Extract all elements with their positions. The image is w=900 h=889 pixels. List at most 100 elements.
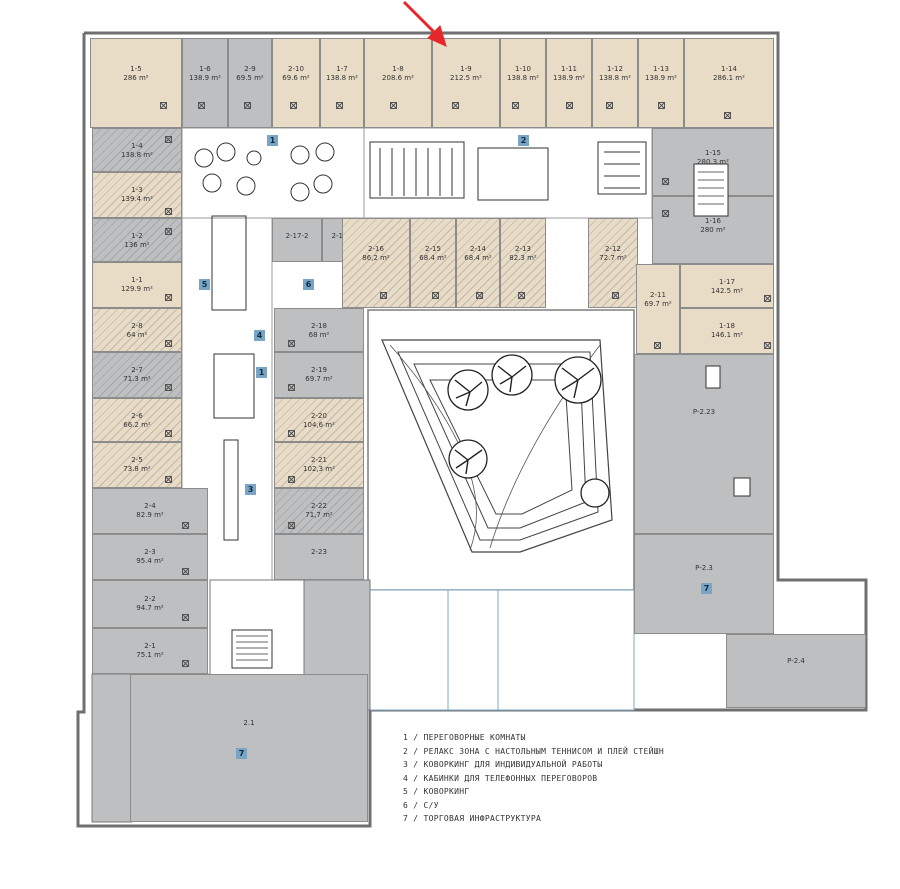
room-number: 2-16 [368, 245, 384, 254]
ventilation-icon [165, 208, 172, 215]
room-area: 286.1 m² [713, 74, 745, 83]
room-area: 138.8 m² [121, 150, 153, 159]
zone-badge: 4 [254, 330, 265, 341]
ventilation-icon [452, 102, 459, 109]
ventilation-icon [518, 292, 525, 299]
room-number: 2-2 [144, 594, 156, 603]
room-area: 66.2 m² [123, 420, 151, 429]
zone-badge: 6 [303, 279, 314, 290]
room-number: 1-2 [131, 231, 143, 240]
ventilation-icon [658, 102, 665, 109]
ventilation-icon [336, 102, 343, 109]
room-number: 1-5 [130, 65, 142, 74]
room-number: 1-8 [392, 65, 404, 74]
room-2-17-2: 2-17-2 [272, 218, 322, 262]
legend-item: 1 / ПЕРЕГОВОРНЫЕ КОМНАТЫ [403, 733, 526, 742]
room-number: 2-20 [311, 411, 327, 420]
room-area: 94.7 m² [136, 603, 164, 612]
room-number: 2-1 [144, 642, 156, 651]
room-area: 68.4 m² [464, 254, 492, 263]
room-area: 212.5 m² [450, 74, 482, 83]
room-area: 280 m² [700, 225, 726, 234]
zone-badge: 2 [518, 135, 529, 146]
ventilation-icon [724, 112, 731, 119]
ventilation-icon [165, 476, 172, 483]
legend-item: 7 / ТОРГОВАЯ ИНФРАСТРУКТУРА [403, 814, 542, 823]
legend-item: 2 / РЕЛАКС ЗОНА С НАСТОЛЬНЫМ ТЕННИСОМ И … [403, 746, 664, 756]
legend-item: 4 / КАБИНКИ ДЛЯ ТЕЛЕФОННЫХ ПЕРЕГОВОРОВ [403, 773, 598, 783]
room-area: 138.8 m² [507, 74, 539, 83]
ventilation-icon [182, 522, 189, 529]
ventilation-icon [182, 614, 189, 621]
room-number: 1-13 [653, 65, 669, 74]
room-area: 138.9 m² [189, 74, 221, 83]
room-2-23: 2-23 [274, 534, 364, 580]
room-area: 73.8 m² [123, 465, 151, 474]
room-number: 1-15 [705, 148, 721, 157]
room-number: 1-18 [719, 322, 735, 331]
ventilation-icon [288, 522, 295, 529]
ventilation-icon [380, 292, 387, 299]
room-area: 69.7 m² [305, 375, 333, 384]
ventilation-icon [288, 476, 295, 483]
room-area: 68.4 m² [419, 254, 447, 263]
legend: 1 / ПЕРЕГОВОРНЫЕ КОМНАТЫ 2 / РЕЛАКС ЗОНА… [403, 733, 664, 828]
room-area: 104,6 m² [303, 420, 335, 429]
room-area: 75.1 m² [136, 651, 164, 660]
room-number: 2-6 [131, 411, 143, 420]
room-area: 129.9 m² [121, 285, 153, 294]
zone-badge: 1 [267, 135, 278, 146]
ventilation-icon [244, 102, 251, 109]
room-area: 64 m² [126, 330, 148, 339]
zone-badge: 1 [256, 367, 267, 378]
room-area: 139.4 m² [121, 195, 153, 204]
zone-badge: 7 [701, 583, 712, 594]
ventilation-icon [290, 102, 297, 109]
room-area: 69.6 m² [282, 74, 310, 83]
ventilation-icon [662, 210, 669, 217]
room-number: P-2.3 [695, 564, 713, 573]
ventilation-icon [612, 292, 619, 299]
room-area: 71,7 m² [305, 511, 333, 520]
room-number: 2-11 [650, 291, 666, 300]
room-number: 1-12 [607, 65, 623, 74]
room-number: 2-22 [311, 502, 327, 511]
ventilation-icon [566, 102, 573, 109]
room-area: 146.1 m² [711, 331, 743, 340]
room-number: 2-21 [311, 456, 327, 465]
room-number: 2-8 [131, 321, 143, 330]
room-number: 2-7 [131, 366, 143, 375]
ventilation-icon [198, 102, 205, 109]
legend-item: 5 / КОВОРКИНГ [403, 787, 470, 796]
legend-item: 3 / КОВОРКИНГ ДЛЯ ИНДИВИДУАЛЬНОЙ РАБОТЫ [403, 760, 603, 769]
zone-badge: 7 [236, 748, 247, 759]
room-number: 2-14 [470, 245, 486, 254]
ventilation-icon [165, 294, 172, 301]
room-number: 1-14 [721, 65, 737, 74]
room-number: 1-3 [131, 186, 143, 195]
room-number: 1-11 [561, 65, 577, 74]
zone-badge: 5 [199, 279, 210, 290]
ventilation-icon [165, 228, 172, 235]
legend-item: 6 / С/У [403, 800, 439, 810]
ventilation-icon [764, 295, 771, 302]
room-area: 208.6 m² [382, 74, 414, 83]
room-area: 136 m² [124, 240, 150, 249]
room-number: P-2.23 [692, 408, 716, 417]
